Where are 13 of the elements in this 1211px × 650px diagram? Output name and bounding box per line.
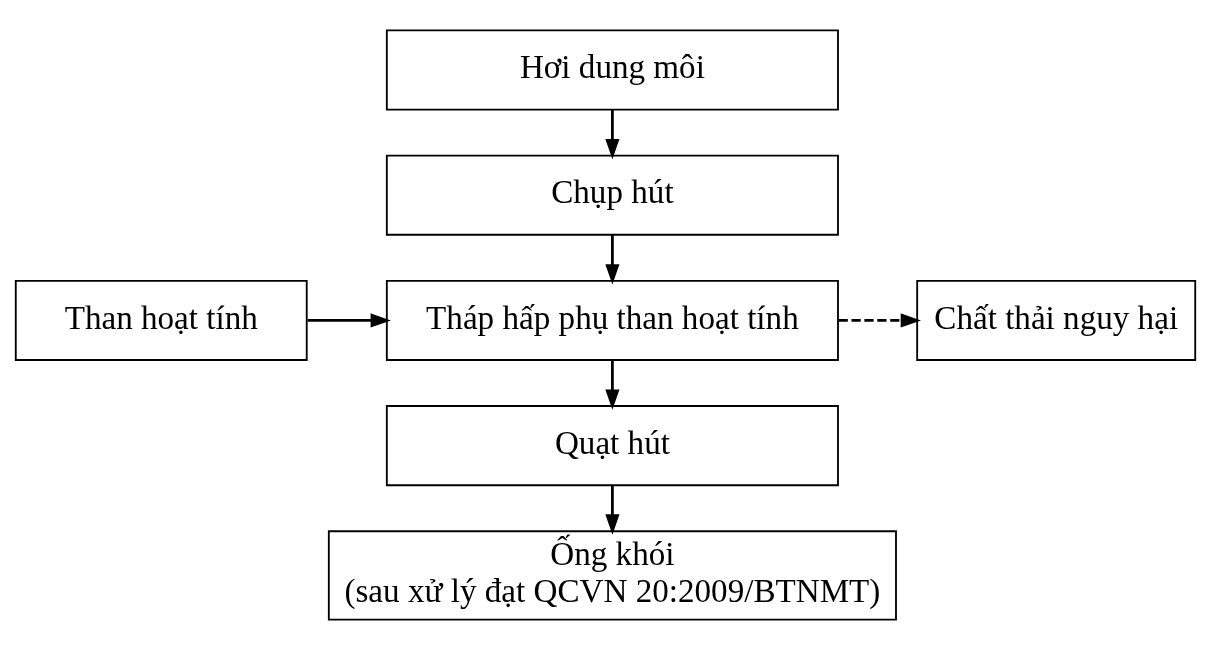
arrow [838,313,921,328]
arrow [605,234,620,285]
arrow [605,485,620,535]
arrow [605,360,620,410]
node-box: Chất thải nguy hại [916,279,1197,361]
node-box: Than hoạt tính [14,279,308,361]
arrow [605,109,620,160]
node-box: Hơi dung môi [385,29,839,111]
node-box: Chụp hút [385,154,839,236]
node-box: Quạt hút [385,405,839,487]
node-box: Ống khói (sau xử lý đạt QCVN 20:2009/BTNMT) [327,530,897,621]
node-box: Tháp hấp phụ than hoạt tính [385,279,839,361]
arrow [307,313,391,328]
